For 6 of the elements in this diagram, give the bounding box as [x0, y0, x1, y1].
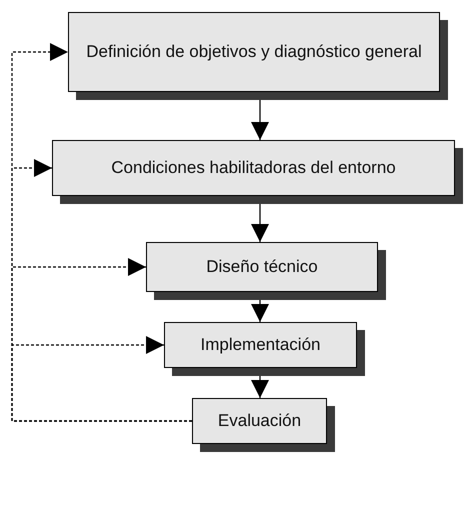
dashed-arrow [11, 336, 192, 422]
box-label: Implementación [200, 334, 320, 356]
box-label: Evaluación [218, 410, 302, 432]
box-label: Condiciones habilitadoras del entorno [111, 157, 396, 179]
box-label: Diseño técnico [206, 256, 318, 278]
box-label: Definición de objetivos y diagnóstico general [86, 41, 422, 63]
